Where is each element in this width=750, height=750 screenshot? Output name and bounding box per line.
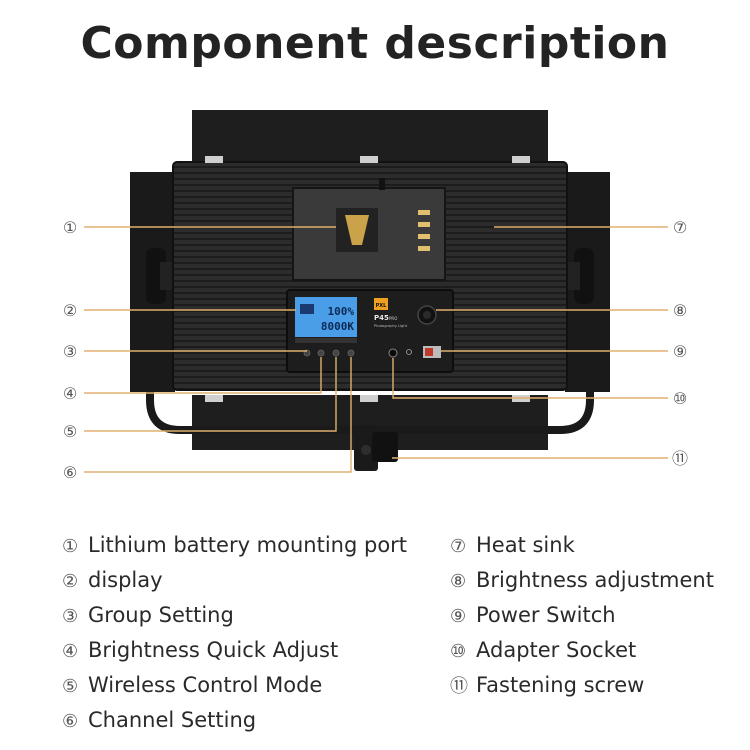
legend-num: ④ bbox=[62, 641, 79, 662]
model-label: P45 bbox=[374, 314, 389, 322]
legend-label: display bbox=[88, 568, 163, 592]
callout-3: ③ bbox=[63, 342, 77, 361]
legend-label: Channel Setting bbox=[88, 708, 257, 732]
legend-num: ① bbox=[62, 536, 79, 557]
control-box: 100% 8000K PXL P45 PRO Photography Light bbox=[286, 289, 454, 373]
legend-num: ⑦ bbox=[450, 536, 467, 557]
legend-label: Brightness adjustment bbox=[476, 568, 714, 592]
legend-item: ② display bbox=[62, 563, 407, 598]
legend-item: ⑧ Brightness adjustment bbox=[450, 563, 714, 598]
legend-label: Lithium battery mounting port bbox=[88, 533, 408, 557]
legend-label: Fastening screw bbox=[476, 673, 645, 697]
legend-item: ⑤ Wireless Control Mode bbox=[62, 668, 407, 703]
page-title: Component description bbox=[80, 18, 670, 69]
callout-4: ④ bbox=[63, 384, 77, 403]
callout-7: ⑦ bbox=[673, 218, 687, 237]
legend-num: ⑤ bbox=[62, 676, 79, 697]
model-caption: Photography Light bbox=[374, 324, 408, 328]
callout-8: ⑧ bbox=[673, 301, 687, 320]
function-buttons bbox=[303, 349, 355, 357]
legend-item: ⑥ Channel Setting bbox=[62, 703, 407, 738]
legend-num: ③ bbox=[62, 606, 79, 627]
barn-door-bottom bbox=[192, 395, 548, 450]
legend-item: ① Lithium battery mounting port bbox=[62, 528, 407, 563]
legend-item: ③ Group Setting bbox=[62, 598, 407, 633]
legend-num: ② bbox=[62, 571, 79, 592]
legend-num: ⑥ bbox=[62, 711, 79, 732]
legend-label: Heat sink bbox=[476, 533, 575, 557]
legend-label: Wireless Control Mode bbox=[88, 673, 323, 697]
legend-num: ⑩ bbox=[450, 641, 467, 662]
legend-item: ⑨ Power Switch bbox=[450, 598, 714, 633]
legend-label: Brightness Quick Adjust bbox=[88, 638, 339, 662]
legend-label: Adapter Socket bbox=[476, 638, 637, 662]
legend-label: Group Setting bbox=[88, 603, 234, 627]
lcd-line-1: 100% bbox=[328, 305, 355, 318]
battery-mount-plate bbox=[292, 178, 446, 281]
callout-9: ⑨ bbox=[673, 342, 687, 361]
callout-2: ② bbox=[63, 301, 77, 320]
legend-item: ⑪ Fastening screw bbox=[450, 668, 714, 703]
callout-10: ⑩ bbox=[673, 389, 687, 408]
brand-badge bbox=[374, 298, 388, 310]
callout-1: ① bbox=[63, 218, 77, 237]
legend-item: ④ Brightness Quick Adjust bbox=[62, 633, 407, 668]
brand-badge-text: PXL bbox=[376, 303, 388, 309]
legend-label: Power Switch bbox=[476, 603, 616, 627]
model-suffix: PRO bbox=[389, 316, 397, 321]
callout-5: ⑤ bbox=[63, 422, 77, 441]
lcd-display bbox=[295, 297, 357, 337]
legend-item: ⑦ Heat sink bbox=[450, 528, 714, 563]
legend-num: ⑪ bbox=[450, 676, 468, 697]
legend-right-column: ⑦ Heat sink ⑧ Brightness adjustment ⑨ Power… bbox=[450, 528, 714, 703]
legend-num: ⑨ bbox=[450, 606, 467, 627]
lcd-line-2: 8000K bbox=[321, 320, 354, 333]
callout-11: ⑪ bbox=[672, 449, 688, 468]
leader-lines bbox=[84, 226, 668, 473]
adapter-socket bbox=[388, 348, 398, 358]
legend-num: ⑧ bbox=[450, 571, 467, 592]
callout-6: ⑥ bbox=[63, 463, 77, 482]
fastening-screw-mount bbox=[354, 425, 398, 471]
barn-door-top bbox=[192, 110, 548, 165]
legend-item: ⑩ Adapter Socket bbox=[450, 633, 714, 668]
